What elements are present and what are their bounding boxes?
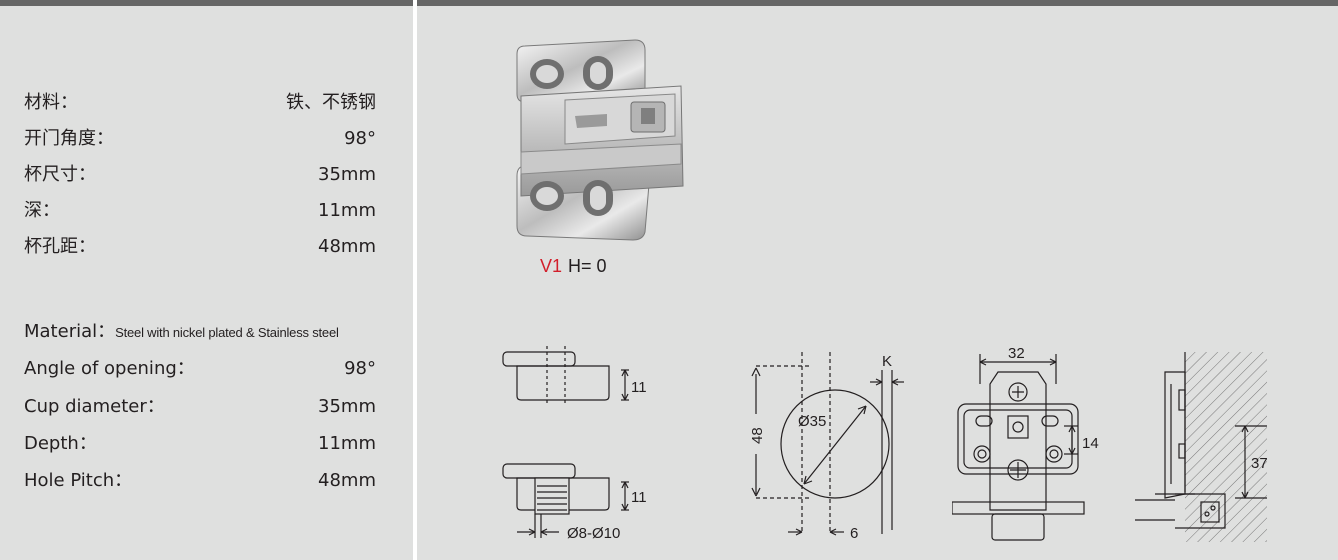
spec-value: 35mm <box>318 396 376 417</box>
plate-width-label: 32 <box>1008 345 1025 362</box>
spec-value: 11mm <box>318 433 376 454</box>
spec-value: 35mm <box>318 164 376 185</box>
spec-label: Angle of opening： <box>24 358 195 379</box>
panel-divider <box>413 0 417 560</box>
offset-k-label: K <box>882 353 892 370</box>
cup-depth-label: 11 <box>631 379 647 396</box>
height-label: H= 0 <box>568 256 607 276</box>
top-bar-right <box>417 0 1338 6</box>
spec-row-cup-cn: 杯尺寸： 35mm <box>24 160 376 190</box>
mounting-plate-image <box>516 39 684 241</box>
edge-distance-label: 6 <box>850 525 858 542</box>
spec-value: 98° <box>344 128 376 149</box>
top-bar-left <box>0 0 413 6</box>
cup-depth-label-2: 11 <box>631 489 647 506</box>
spec-label: 杯尺寸： <box>24 164 96 185</box>
screw-offset-label: 14 <box>1082 435 1099 452</box>
spec-row-depth-cn: 深： 11mm <box>24 196 376 226</box>
spec-row-cup-en: Cup diameter： 35mm <box>24 392 376 422</box>
spec-row-pitch-cn: 杯孔距： 48mm <box>24 232 376 262</box>
boss-diameter-label: Ø8-Ø10 <box>567 525 620 542</box>
spec-label: 深： <box>24 200 60 221</box>
spec-value: Steel with nickel plated & Stainless ste… <box>115 325 339 340</box>
spec-row-material-cn: 材料： 铁、不锈钢 <box>24 88 376 118</box>
spec-row-depth-en: Depth： 11mm <box>24 429 376 459</box>
spec-panel: 材料： 铁、不锈钢 开门角度： 98° 杯尺寸： 35mm 深： 11mm 杯孔… <box>0 6 413 560</box>
spec-label: Depth： <box>24 433 97 454</box>
model-label: V1 <box>540 256 563 276</box>
spec-row-angle-cn: 开门角度： 98° <box>24 124 376 154</box>
spec-label: Cup diameter： <box>24 396 165 417</box>
cup-diameter-drawing: 48 Ø35 K 6 <box>749 352 904 542</box>
spec-label: 杯孔距： <box>24 236 96 257</box>
cup-depth-drawing: 11 11 Ø8-Ø10 <box>502 346 647 542</box>
spec-row-material-en: Material：Steel with nickel plated & Stai… <box>24 317 339 347</box>
spec-label: 开门角度： <box>24 128 114 149</box>
spec-row-pitch-en: Hole Pitch： 48mm <box>24 466 376 496</box>
spec-label: Material： <box>24 321 116 342</box>
spec-value: 98° <box>344 358 376 379</box>
spec-value: 11mm <box>318 200 376 221</box>
mounting-section-drawing: 37 <box>1135 352 1268 542</box>
spec-value: 铁、不锈钢 <box>286 92 376 113</box>
cup-diameter-label: Ø35 <box>798 413 826 430</box>
plate-front-drawing: 32 14 <box>952 345 1099 541</box>
mount-height-label: 37 <box>1251 455 1268 472</box>
hole-pitch-label: 48 <box>749 427 766 444</box>
spec-row-angle-en: Angle of opening： 98° <box>24 354 376 384</box>
spec-label: 材料： <box>24 92 78 113</box>
spec-value: 48mm <box>318 470 376 491</box>
spec-label: Hole Pitch： <box>24 470 133 491</box>
spec-value: 48mm <box>318 236 376 257</box>
